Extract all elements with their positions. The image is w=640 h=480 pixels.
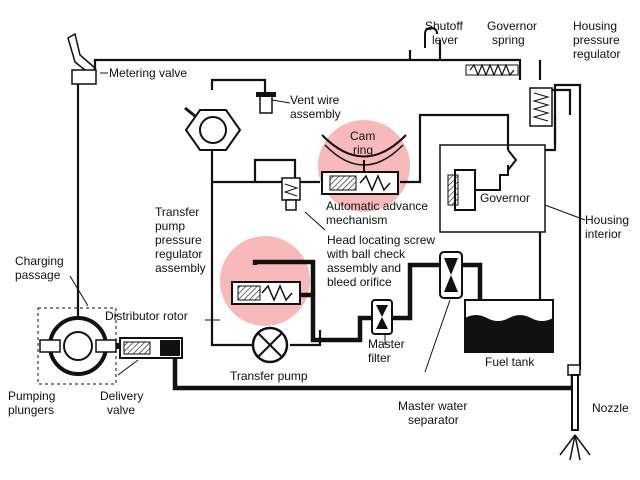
- svg-text:Vent wire assembly: Vent wire assembly: [290, 93, 343, 121]
- label-governor-spring: Governor: [487, 19, 537, 33]
- label-distributor-rotor: Distributor rotor: [105, 309, 188, 323]
- svg-text:Master filter: Master filter: [368, 337, 408, 365]
- labels: Shutoff lever Governor spring Housing pr…: [8, 19, 632, 427]
- label-master-filter: Master: [368, 337, 405, 351]
- label-cam-ring: Cam: [350, 129, 375, 143]
- metering-valve-lever: [67, 32, 97, 85]
- svg-text:Charging passage: Charging passage: [15, 254, 67, 282]
- label-shutoff-lever: Shutoff: [425, 19, 463, 33]
- label-metering-valve: Metering valve: [109, 66, 187, 80]
- housing-box: [439, 144, 546, 233]
- distributor-rotor: [37, 307, 176, 385]
- metering-valve-body: [184, 106, 242, 151]
- svg-text:Head locating screw with: Head locating screw with ball check asse…: [326, 233, 438, 289]
- svg-text:Governor spring: Governor spring: [487, 19, 540, 47]
- transfer-pump-regulator: [231, 281, 301, 305]
- label-head-locating-screw: Head locating screw: [327, 233, 435, 247]
- svg-text:Housing pressure r: Housing pressure regulator: [573, 19, 623, 61]
- label-housing-interior: Housing: [585, 213, 629, 227]
- automatic-advance-mechanism: [321, 171, 399, 195]
- shutoff-lever: [424, 26, 438, 48]
- svg-text:Pumping plungers: Pumping plungers: [8, 389, 59, 417]
- fuel-tank: [464, 299, 554, 353]
- transfer-pump: [251, 326, 289, 364]
- delivery-valve: [119, 337, 183, 359]
- label-automatic-advance: Automatic advance: [326, 199, 428, 213]
- svg-text:Shutoff lever: Shutoff lever: [425, 19, 466, 47]
- nozzle: [559, 364, 591, 461]
- svg-text:Transfer pump pres: Transfer pump pressure regulator assembl…: [155, 205, 206, 275]
- svg-text:Cam ring: Cam ring: [350, 129, 379, 157]
- leader-lines: [69, 72, 586, 376]
- svg-text:Housing interior: Housing interior: [585, 213, 632, 241]
- svg-text:Master water separator: Master water separator: [398, 399, 471, 427]
- label-transfer-pump-regulator: Transfer: [155, 205, 199, 219]
- housing-pressure-regulator: [529, 87, 553, 127]
- governor-spring: [465, 63, 519, 77]
- master-filter: [371, 299, 393, 335]
- label-nozzle: Nozzle: [592, 401, 629, 415]
- label-pumping-plungers: Pumping: [8, 389, 55, 403]
- label-master-water-separator: Master water: [398, 399, 467, 413]
- label-vent-wire-assembly: Vent wire: [290, 93, 340, 107]
- master-water-separator: [439, 251, 463, 299]
- label-fuel-tank: Fuel tank: [485, 355, 535, 369]
- label-housing-pressure-regulator: Housing: [573, 19, 617, 33]
- label-delivery-valve: Delivery: [100, 389, 143, 403]
- label-charging-passage: Charging: [15, 254, 64, 268]
- head-locating-screw: [281, 177, 301, 211]
- label-transfer-pump: Transfer pump: [230, 369, 308, 383]
- label-governor: Governor: [480, 191, 530, 205]
- vent-wire-assembly: [256, 92, 276, 114]
- governor-assembly: [447, 149, 518, 211]
- svg-text:Delivery valve: Delivery valve: [100, 389, 147, 417]
- svg-text:Automatic advance mechan: Automatic advance mechanism: [326, 199, 431, 227]
